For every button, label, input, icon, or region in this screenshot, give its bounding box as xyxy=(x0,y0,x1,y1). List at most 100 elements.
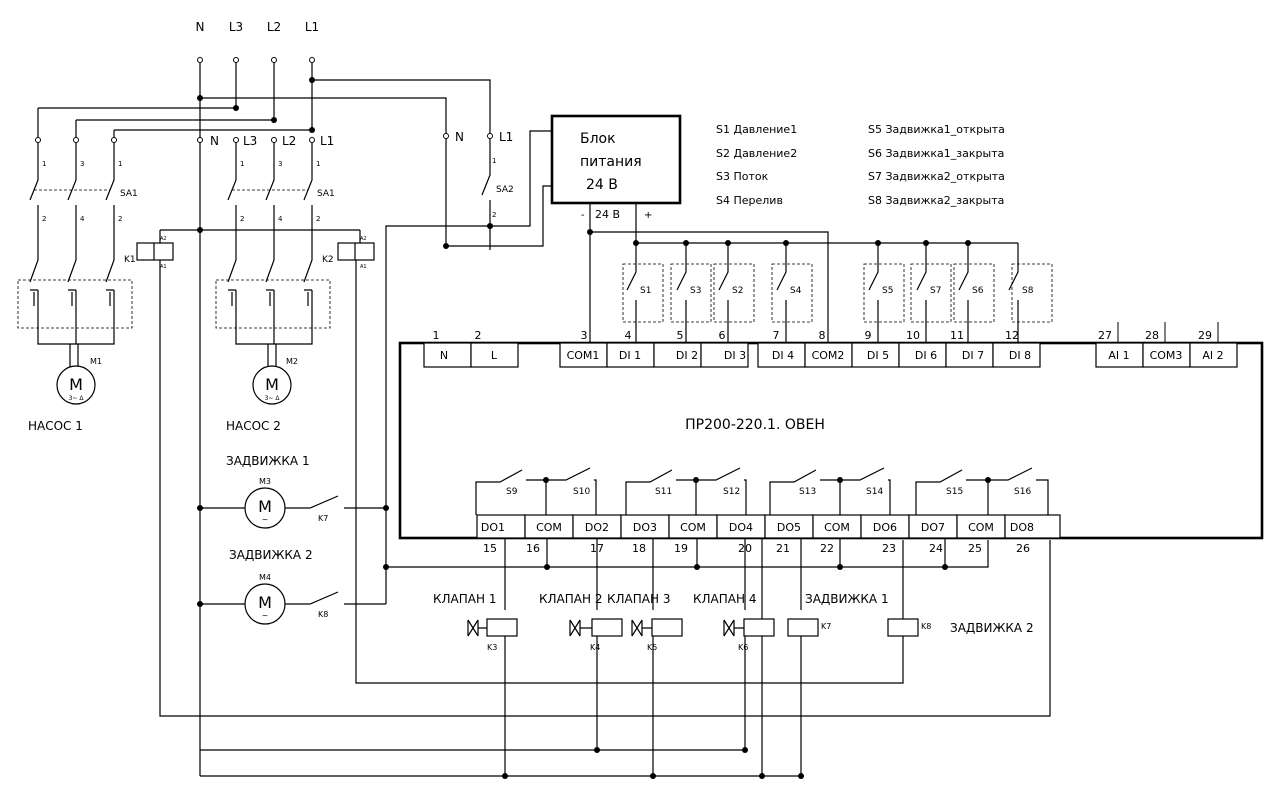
sensor-s8: S8 xyxy=(1008,243,1053,343)
sensor-s6-label: S6 xyxy=(972,286,984,296)
sub-bus-labels: N L3 L2 L1 N L1 xyxy=(35,130,513,148)
plc-b16-label: COM xyxy=(536,521,562,534)
sensor-s1-label: S1 xyxy=(640,286,651,296)
plc-t8-label: COM2 xyxy=(812,349,845,362)
bus-terminal-n xyxy=(197,57,203,63)
plc-title: ПР200-220.1. ОВЕН xyxy=(685,417,825,433)
plc-t11-num: 11 xyxy=(950,329,964,342)
k2-a1: A1 xyxy=(360,264,367,270)
coil-k6 xyxy=(743,618,775,637)
coil-k6-label: K6 xyxy=(738,643,748,652)
coil-k4-label: K4 xyxy=(590,643,600,652)
m3-sub: ~ xyxy=(262,515,269,524)
sa1-num-2b: 2 xyxy=(118,215,122,223)
sub-label-l3: L3 xyxy=(243,134,257,148)
sensor-s5: S5 xyxy=(863,243,905,343)
sa2-switch: 1 2 SA2 xyxy=(443,139,514,250)
plc-t11-label: DI 7 xyxy=(962,349,984,362)
plc-t8-num: 8 xyxy=(819,329,826,342)
plc-t6-num: 6 xyxy=(719,329,726,342)
legend-s1: S1 Давление1 xyxy=(716,123,797,136)
sensor-bus xyxy=(633,240,1018,246)
load-zadvizhka-2: ЗАДВИЖКА 2 K8 xyxy=(887,618,1034,637)
bus-label-l1: L1 xyxy=(305,20,319,34)
m2-id: M2 xyxy=(286,357,298,366)
plc-t2-label: L xyxy=(491,349,498,362)
plc-b24-num: 24 xyxy=(929,542,943,555)
k2-label: K2 xyxy=(322,255,334,265)
output-wiring xyxy=(200,538,948,779)
plc-b15-num: 15 xyxy=(483,542,497,555)
motor-m1-circle xyxy=(56,365,96,405)
klapan3-caption: КЛАПАН 3 xyxy=(607,592,670,606)
plc-b26-label: DO8 xyxy=(1010,521,1034,534)
plc-b19-num: 19 xyxy=(674,542,688,555)
load-zadvizhka-1: ЗАДВИЖКА 1 K7 xyxy=(787,592,889,637)
sensor-s8-label: S8 xyxy=(1022,286,1034,296)
m3-symbol: M xyxy=(258,497,272,516)
sa2-num-1: 1 xyxy=(492,157,496,165)
sub-label-l2: L2 xyxy=(282,134,296,148)
sa1-switch-right: 1 3 1 2 4 2 SA1 xyxy=(227,143,335,242)
legend-s4: S4 Перелив xyxy=(716,194,783,207)
l-supply-routing xyxy=(383,225,989,604)
sa1r-num-2b: 2 xyxy=(316,215,320,223)
klapan2-caption: КЛАПАН 2 xyxy=(539,592,602,606)
m3-id: M3 xyxy=(259,477,271,486)
m4-relay: K8 xyxy=(318,610,328,619)
sub-label-l1: L1 xyxy=(320,134,334,148)
plc-b23-label: DO6 xyxy=(873,521,897,534)
plc-b15-label: DO1 xyxy=(481,521,505,534)
coil-k7-label: K7 xyxy=(821,622,831,631)
k2-a2: A2 xyxy=(360,236,367,242)
plc-b20-label: DO4 xyxy=(729,521,753,534)
plc-t3-label: COM1 xyxy=(567,349,600,362)
bus-label-l3: L3 xyxy=(229,20,243,34)
m2-symbol: M xyxy=(265,375,279,394)
sa1-num-1b: 1 xyxy=(118,160,122,168)
zadv1-caption: ЗАДВИЖКА 1 xyxy=(805,592,889,606)
contactor-coils: A2 A1 A2 A1 K1 K2 xyxy=(124,227,1051,717)
bus-label-l2: L2 xyxy=(267,20,281,34)
psu-in-n: N xyxy=(455,130,464,144)
sensor-s6: S6 xyxy=(953,243,995,343)
sa1-num-3: 3 xyxy=(80,160,84,168)
sa1-label-right: SA1 xyxy=(317,189,335,199)
sa1r-num-2: 2 xyxy=(240,215,244,223)
plc-b16-num: 16 xyxy=(526,542,540,555)
psu-line3: 24 В xyxy=(586,177,618,193)
sa1-label-left: SA1 xyxy=(120,189,138,199)
legend-s5: S5 Задвижка1_открыта xyxy=(868,123,1005,136)
loads: КЛАПАН 1 K3 КЛАПАН 2 K4 КЛАПАН 3 K5 КЛАП… xyxy=(433,592,1034,652)
load-klapan-3: КЛАПАН 3 K5 xyxy=(607,592,683,652)
plc-b25-label: COM xyxy=(968,521,994,534)
sensor-s7-label: S7 xyxy=(930,286,941,296)
relay-s14: S14 xyxy=(866,487,883,497)
coil-k2 xyxy=(337,242,375,261)
plc-t7-label: DI 4 xyxy=(772,349,794,362)
plc-t12-label: DI 8 xyxy=(1009,349,1031,362)
sensor-s3-label: S3 xyxy=(690,286,701,296)
plc-b24-label: DO7 xyxy=(921,521,945,534)
plc-t4-label: DI 1 xyxy=(619,349,641,362)
sa1-num-1: 1 xyxy=(42,160,46,168)
load-klapan-4: КЛАПАН 4 K6 xyxy=(693,592,775,652)
plc-b22-num: 22 xyxy=(820,542,834,555)
psu-minus: - xyxy=(581,210,585,221)
plc-t9-num: 9 xyxy=(865,329,872,342)
plc-t5-num: 5 xyxy=(677,329,684,342)
plc-t28-num: 28 xyxy=(1145,329,1159,342)
psu-box xyxy=(550,114,682,205)
coil-k5-label: K5 xyxy=(647,643,657,652)
sa2-label: SA2 xyxy=(496,185,514,195)
coil-k7 xyxy=(787,618,819,637)
sensor-s7: S7 xyxy=(910,243,952,343)
plc-t1-label: N xyxy=(440,349,448,362)
plc-t29-label: AI 2 xyxy=(1202,349,1223,362)
psu-line1: Блок xyxy=(580,131,616,147)
zadv2-caption: ЗАДВИЖКА 2 xyxy=(950,621,1034,635)
m4-sub: ~ xyxy=(262,611,269,620)
plc-b18-label: DO3 xyxy=(633,521,657,534)
coil-k8 xyxy=(887,618,919,637)
plc-b25-num: 25 xyxy=(968,542,982,555)
